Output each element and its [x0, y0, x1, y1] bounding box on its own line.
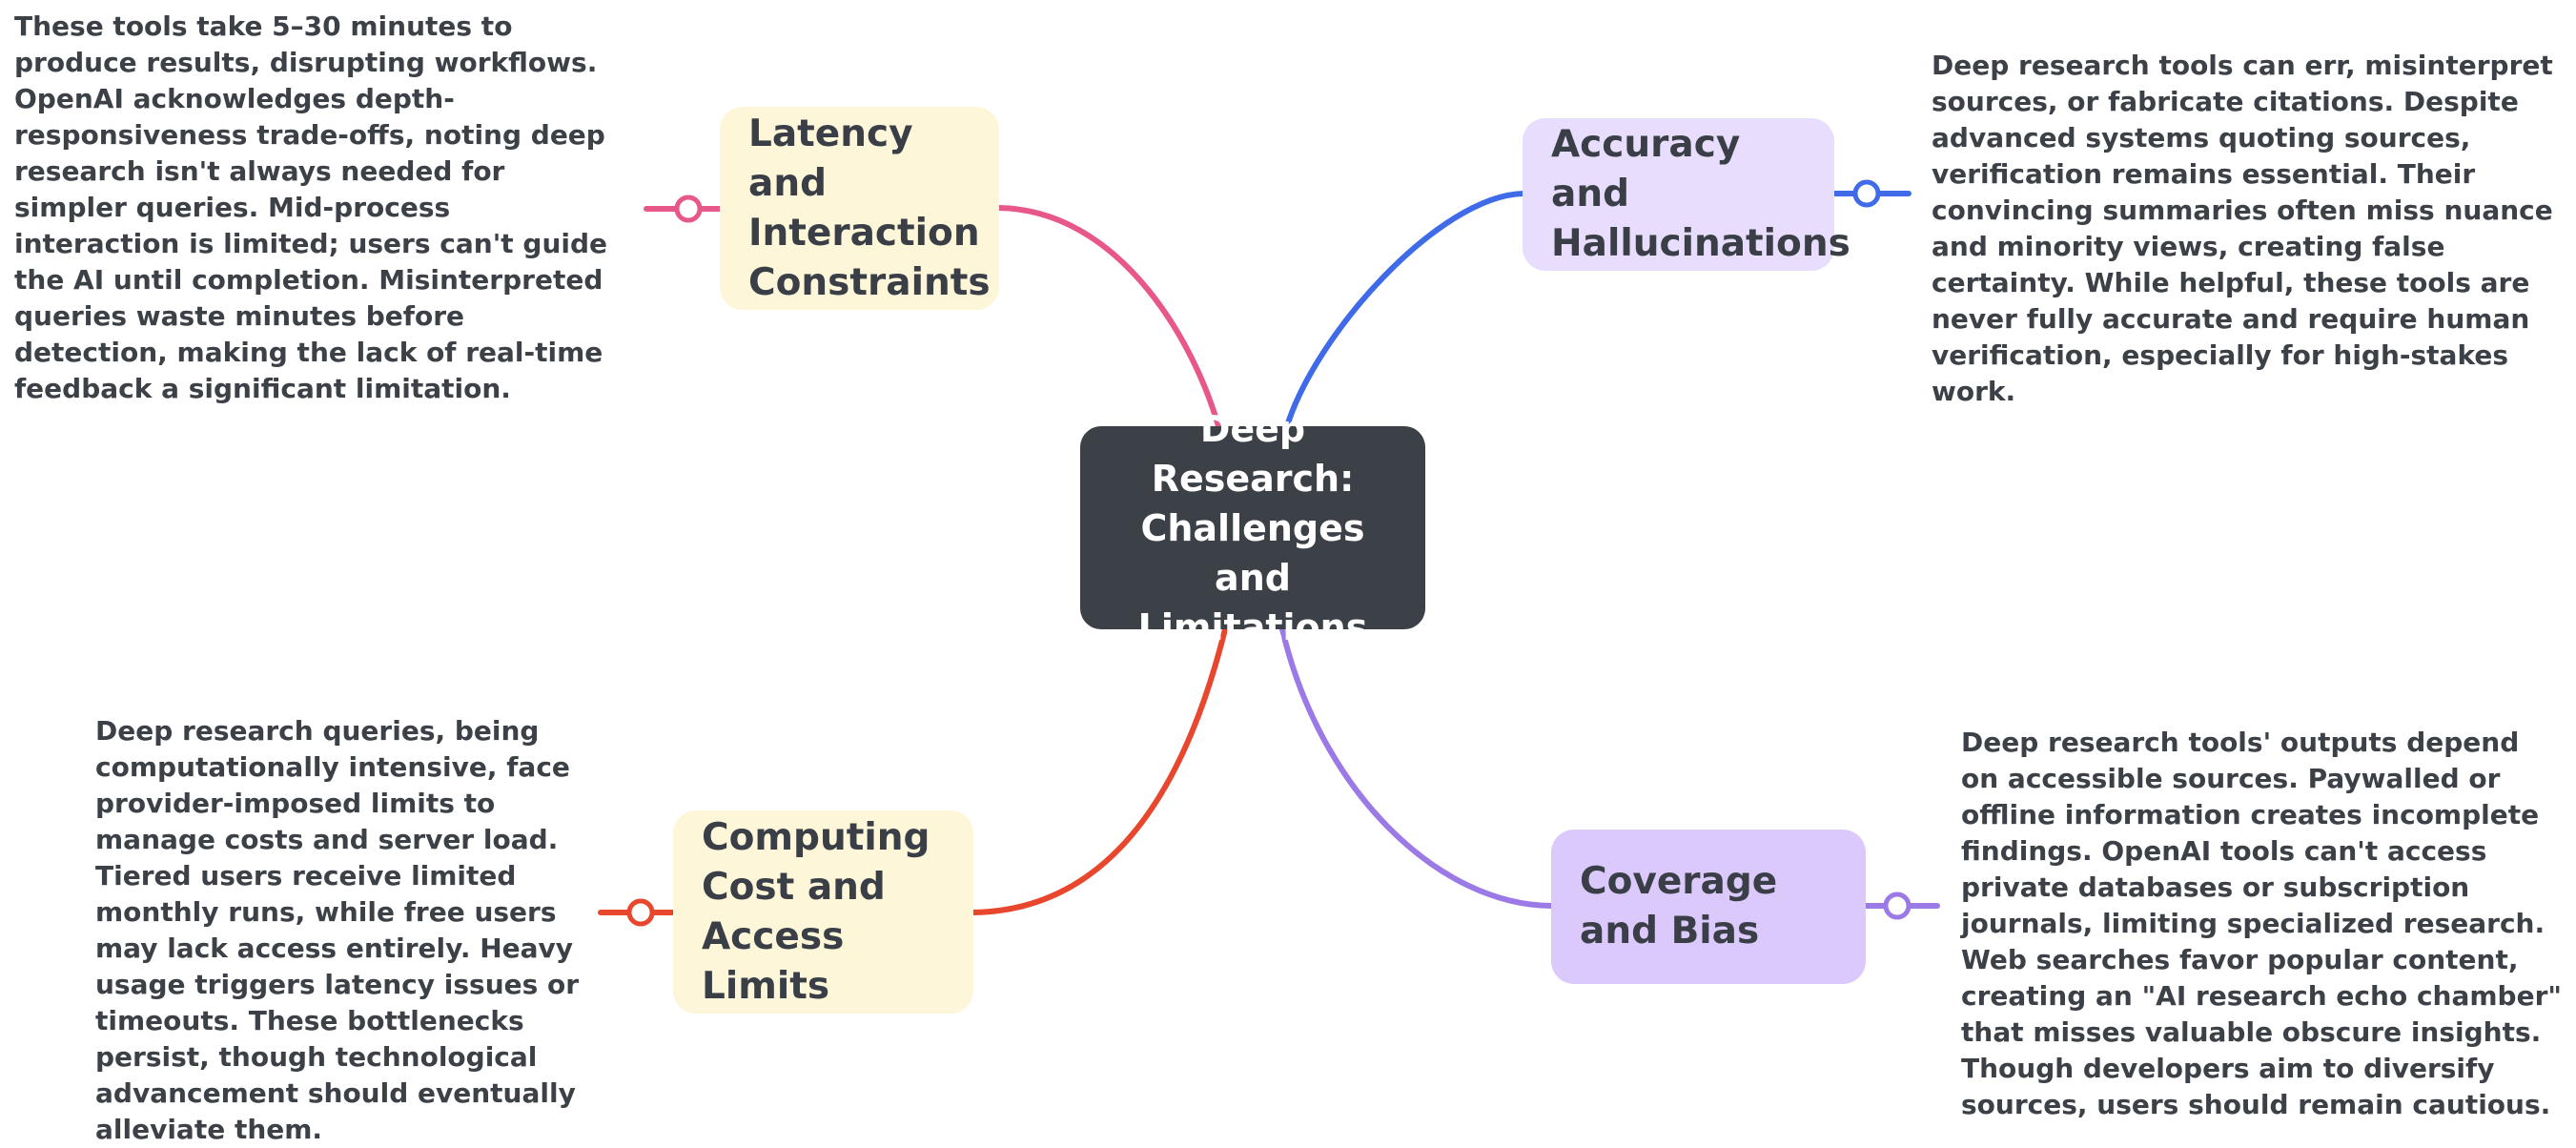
- central-topic-label: Deep Research: Challenges and Limitation…: [1137, 407, 1368, 648]
- topic-accuracy-label: Accuracy and Hallucinations: [1551, 123, 1850, 265]
- topic-latency-label: Latency and Interaction Constraints: [748, 112, 991, 304]
- note-handle-accuracy[interactable]: [1830, 179, 1912, 208]
- connector-coverage: [1279, 626, 1555, 909]
- note-handle-coverage[interactable]: [1860, 892, 1940, 920]
- note-accuracy: Deep research tools can err, misinterpre…: [1932, 50, 2553, 407]
- central-topic[interactable]: Deep Research: Challenges and Limitation…: [1080, 408, 1425, 648]
- connector-latency: [996, 205, 1221, 429]
- topic-computing-label: Computing Cost and Access Limits: [702, 815, 930, 1008]
- connector-layer: [598, 179, 1940, 927]
- connector-accuracy: [1284, 191, 1526, 429]
- note-latency: These tools take 5–30 minutes to produce…: [14, 10, 608, 404]
- topic-accuracy[interactable]: Accuracy and Hallucinations: [1523, 118, 1850, 271]
- topic-coverage-label: Coverage and Bias: [1580, 860, 1778, 953]
- note-coverage: Deep research tools' outputs depend on a…: [1961, 727, 2562, 1120]
- connector-computing: [970, 626, 1228, 915]
- topic-latency[interactable]: Latency and Interaction Constraints: [720, 107, 999, 310]
- topic-coverage[interactable]: Coverage and Bias: [1551, 830, 1866, 984]
- topic-computing[interactable]: Computing Cost and Access Limits: [673, 810, 973, 1014]
- note-handle-computing[interactable]: [598, 898, 676, 927]
- note-computing: Deep research queries, being computation…: [95, 715, 580, 1145]
- note-handle-latency[interactable]: [644, 195, 724, 223]
